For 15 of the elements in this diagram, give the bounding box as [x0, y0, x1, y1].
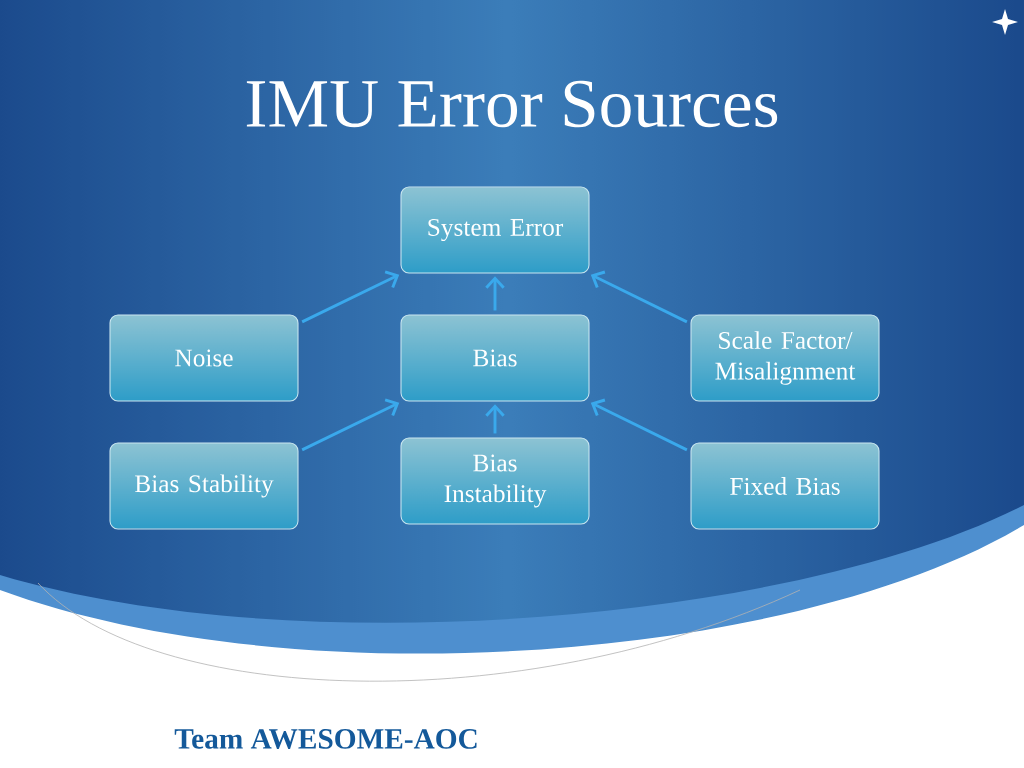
process-box: Bias Instability: [400, 437, 590, 525]
process-box: Bias Stability: [109, 442, 299, 530]
team-name: Team AWESOME-AOC: [174, 729, 477, 749]
process-box: Bias: [400, 314, 590, 402]
process-box: System Error: [400, 186, 590, 274]
arrow: [590, 398, 688, 452]
arrow: [485, 276, 505, 311]
process-box: Fixed Bias: [690, 442, 880, 530]
arrow: [590, 270, 688, 324]
arrow: [485, 404, 505, 434]
arrow: [301, 270, 400, 324]
process-box: Noise: [109, 314, 299, 402]
title: IMU Error Sources: [246, 80, 778, 128]
arrow: [301, 398, 400, 452]
process-box: Scale Factor/ Misalignment: [690, 314, 880, 402]
